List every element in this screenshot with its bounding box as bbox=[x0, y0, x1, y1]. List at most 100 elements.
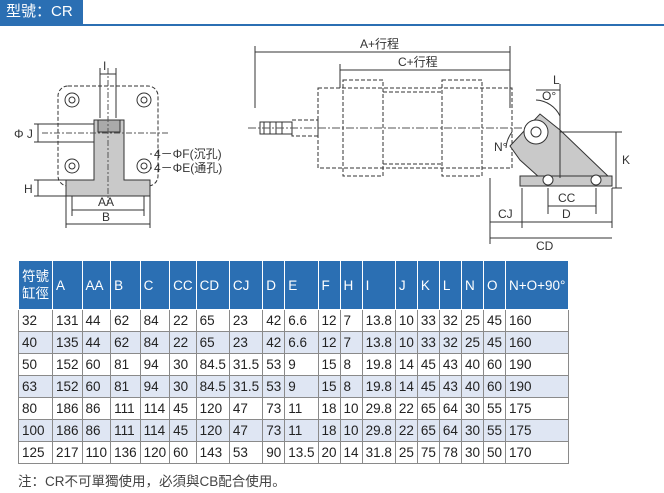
table-cell: 10 bbox=[339, 419, 363, 442]
table-cell: 94 bbox=[139, 375, 171, 398]
table-cell: 175 bbox=[504, 397, 570, 420]
header-col: C bbox=[139, 260, 171, 310]
hole-br bbox=[136, 158, 152, 174]
table-cell: 84.5 bbox=[195, 353, 230, 376]
label-n: N° bbox=[494, 140, 508, 154]
table-cell: 90 bbox=[262, 441, 286, 464]
table-cell: 18 bbox=[317, 397, 341, 420]
header-col: J bbox=[394, 260, 418, 310]
header-col: F bbox=[317, 260, 341, 310]
table-cell: 18 bbox=[317, 419, 341, 442]
right-view bbox=[248, 46, 622, 244]
table-cell: 42 bbox=[262, 331, 286, 354]
table-cell: 10 bbox=[394, 331, 418, 354]
table-cell: 55 bbox=[482, 397, 507, 420]
table-cell: 45 bbox=[169, 397, 197, 420]
table-cell: 135 bbox=[52, 331, 83, 354]
table-cell: 111 bbox=[110, 397, 141, 420]
table-cell: 53 bbox=[228, 441, 264, 464]
label-l: L bbox=[553, 73, 560, 87]
label-k: K bbox=[622, 153, 630, 167]
header-col: I bbox=[361, 260, 396, 310]
header-col: K bbox=[416, 260, 440, 310]
header-col: H bbox=[339, 260, 363, 310]
table-cell: 65 bbox=[416, 397, 440, 420]
table-cell: 30 bbox=[169, 353, 197, 376]
table-cell: 33 bbox=[416, 331, 440, 354]
table-cell: 152 bbox=[52, 353, 83, 376]
table-cell: 29.8 bbox=[361, 419, 396, 442]
header-col: B bbox=[110, 260, 141, 310]
table-cell: 22 bbox=[169, 331, 197, 354]
table-cell: 45 bbox=[169, 419, 197, 442]
table-cell: 45 bbox=[416, 353, 440, 376]
header-col: E bbox=[284, 260, 319, 310]
table-cell: 81 bbox=[110, 375, 141, 398]
table-cell: 217 bbox=[52, 441, 83, 464]
table-cell: 65 bbox=[195, 309, 230, 332]
table-cell: 6.6 bbox=[284, 309, 319, 332]
table-cell: 13.5 bbox=[284, 441, 319, 464]
table-cell: 114 bbox=[139, 397, 171, 420]
table-cell: 43 bbox=[438, 375, 462, 398]
header-col: N bbox=[460, 260, 484, 310]
table-cell: 44 bbox=[81, 309, 112, 332]
table-cell: 15 bbox=[317, 353, 341, 376]
table-cell: 186 bbox=[52, 397, 83, 420]
header-col: N+O+90° bbox=[504, 260, 570, 310]
header-col: D bbox=[262, 260, 286, 310]
usage-note: 注：CR不可單獨使用，必須與CB配合使用。 bbox=[18, 474, 286, 489]
table-cell: 30 bbox=[460, 441, 484, 464]
table-cell: 40 bbox=[460, 375, 484, 398]
label-h: H bbox=[24, 182, 33, 196]
table-cell: 8 bbox=[339, 375, 363, 398]
table-cell: 131 bbox=[52, 309, 83, 332]
table-cell: 44 bbox=[81, 331, 112, 354]
table-cell: 64 bbox=[438, 419, 462, 442]
table-cell: 43 bbox=[438, 353, 462, 376]
table-cell: 31.8 bbox=[361, 441, 396, 464]
bore-size-cell: 32 bbox=[18, 309, 53, 332]
header-symbol: 符號 bbox=[22, 269, 49, 284]
table-cell: 190 bbox=[504, 375, 570, 398]
table-cell: 11 bbox=[284, 419, 319, 442]
table-cell: 29.8 bbox=[361, 397, 396, 420]
table-cell: 45 bbox=[482, 309, 507, 332]
label-aa: AA bbox=[98, 195, 114, 209]
table-cell: 10 bbox=[339, 397, 363, 420]
table-cell: 62 bbox=[110, 309, 141, 332]
table-cell: 64 bbox=[438, 397, 462, 420]
label-d: D bbox=[562, 207, 571, 221]
header-bore: 符號 缸徑 bbox=[18, 260, 53, 310]
table-cell: 20 bbox=[317, 441, 341, 464]
bore-size-cell: 100 bbox=[18, 419, 53, 442]
table-cell: 14 bbox=[394, 353, 418, 376]
label-f: 4－ΦF(沉孔) bbox=[154, 147, 222, 161]
label-i: I bbox=[103, 59, 106, 73]
header-col: CC bbox=[169, 260, 197, 310]
table-cell: 114 bbox=[139, 419, 171, 442]
table-cell: 6.6 bbox=[284, 331, 319, 354]
model-title: 型號：CR bbox=[0, 0, 83, 24]
table-cell: 25 bbox=[394, 441, 418, 464]
table-cell: 53 bbox=[262, 375, 286, 398]
table-cell: 45 bbox=[416, 375, 440, 398]
table-cell: 11 bbox=[284, 397, 319, 420]
label-cj: CJ bbox=[498, 207, 513, 221]
table-cell: 170 bbox=[504, 441, 570, 464]
table-cell: 19.8 bbox=[361, 353, 396, 376]
table-cell: 84 bbox=[139, 309, 171, 332]
header-col: O bbox=[482, 260, 507, 310]
table-cell: 40 bbox=[460, 353, 484, 376]
table-cell: 120 bbox=[195, 419, 230, 442]
table-cell: 30 bbox=[460, 419, 484, 442]
label-cd: CD bbox=[536, 239, 554, 253]
table-cell: 8 bbox=[339, 353, 363, 376]
header-col: CJ bbox=[228, 260, 264, 310]
table-cell: 86 bbox=[81, 397, 112, 420]
table-cell: 60 bbox=[81, 375, 112, 398]
